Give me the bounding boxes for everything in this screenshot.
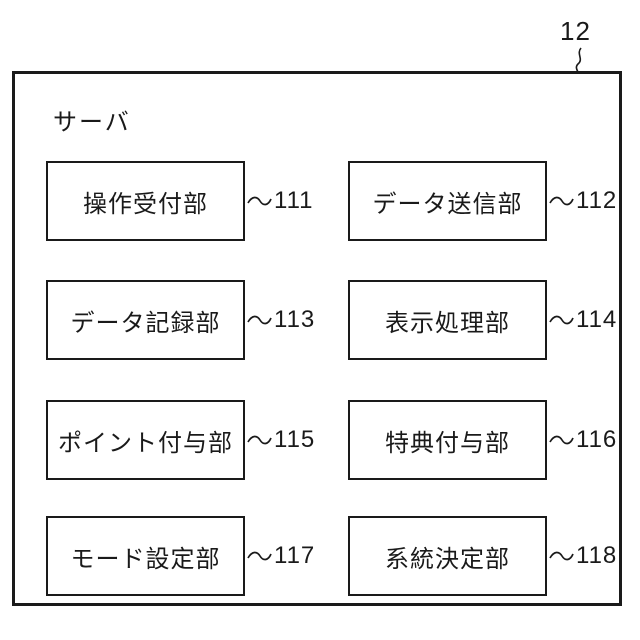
block-box: 表示処理部	[348, 280, 547, 360]
block-reference: 111	[246, 187, 313, 215]
tilde-connector-icon	[549, 551, 574, 561]
block-box: モード設定部	[46, 516, 245, 596]
block-reference-number: 112	[576, 187, 618, 214]
block-box: データ送信部	[348, 161, 547, 241]
server-label: サーバ	[53, 109, 131, 136]
block-label: 操作受付部	[83, 190, 208, 218]
block-reference: 116	[548, 426, 617, 454]
block-reference-number: 113	[274, 306, 316, 333]
block-reference: 115	[246, 426, 315, 454]
block-label: ポイント付与部	[58, 429, 233, 457]
block-label: データ送信部	[372, 190, 523, 218]
block-box: ポイント付与部	[46, 400, 245, 480]
reference-lead-line-icon	[575, 47, 582, 73]
block-reference: 117	[246, 542, 315, 570]
block-ref-114: 表示処理部 114	[348, 280, 617, 360]
block-reference-number: 117	[274, 542, 316, 569]
tilde-connector-icon	[247, 196, 272, 206]
block-ref-111: 操作受付部 111	[46, 161, 313, 241]
figure-reference-number: 12	[560, 16, 591, 46]
block-reference: 114	[548, 306, 617, 334]
block-label: 特典付与部	[385, 429, 510, 457]
tilde-connector-icon	[549, 196, 574, 206]
block-ref-117: モード設定部 117	[46, 516, 315, 596]
block-reference-number: 116	[576, 426, 618, 453]
block-box: 特典付与部	[348, 400, 547, 480]
block-ref-116: 特典付与部 116	[348, 400, 617, 480]
block-reference-number: 118	[576, 542, 618, 569]
tilde-connector-icon	[549, 315, 574, 325]
tilde-connector-icon	[549, 435, 574, 445]
block-ref-118: 系統決定部 118	[348, 516, 617, 596]
block-label: モード設定部	[70, 545, 221, 573]
block-label: データ記録部	[70, 309, 221, 337]
block-reference-number: 111	[274, 187, 314, 214]
block-ref-112: データ送信部 112	[348, 161, 617, 241]
block-ref-115: ポイント付与部 115	[46, 400, 315, 480]
block-box: データ記録部	[46, 280, 245, 360]
tilde-connector-icon	[247, 551, 272, 561]
block-reference: 113	[246, 306, 315, 334]
block-label: 表示処理部	[385, 309, 510, 337]
block-box: 操作受付部	[46, 161, 245, 241]
server-container-box: サーバ 操作受付部 111 データ送信部 112 データ記録部	[12, 71, 622, 606]
block-box: 系統決定部	[348, 516, 547, 596]
block-label: 系統決定部	[385, 545, 510, 573]
block-reference-number: 114	[576, 306, 618, 333]
tilde-connector-icon	[247, 435, 272, 445]
block-ref-113: データ記録部 113	[46, 280, 315, 360]
block-reference-number: 115	[274, 426, 316, 453]
tilde-connector-icon	[247, 315, 272, 325]
block-reference: 118	[548, 542, 617, 570]
block-reference: 112	[548, 187, 617, 215]
